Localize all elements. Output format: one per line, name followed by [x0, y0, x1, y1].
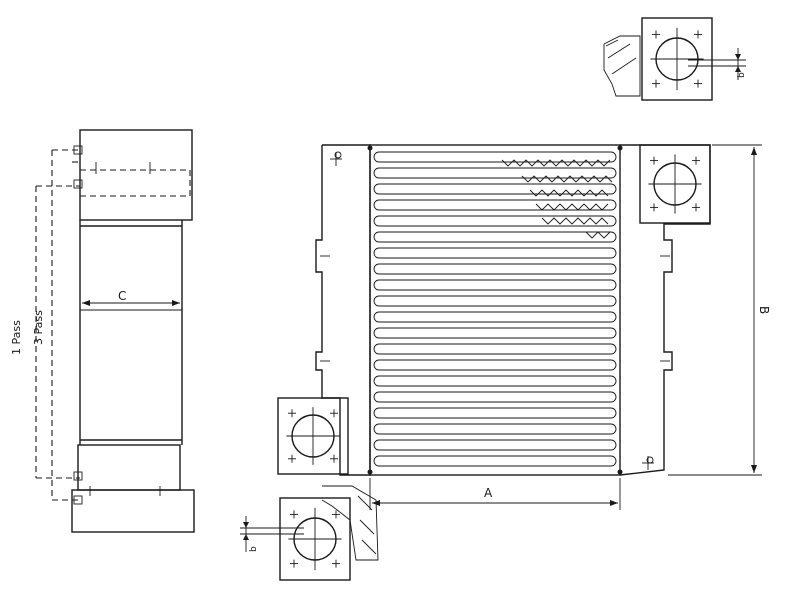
- tube: [373, 183, 617, 195]
- flange-bottom-left: [277, 397, 349, 475]
- tube: [373, 359, 617, 371]
- tube-stack: [373, 151, 617, 467]
- tube: [373, 423, 617, 435]
- dimension-b-label: B: [757, 306, 771, 314]
- fin-pattern: [501, 159, 613, 239]
- tube: [373, 327, 617, 339]
- dimension-b-small-top: b: [688, 48, 747, 80]
- flange-bottom-detail: [279, 497, 351, 581]
- front-view: A B: [315, 144, 771, 510]
- side-bottom-header: [77, 444, 181, 491]
- crosshair-marks: [320, 151, 670, 470]
- tube: [373, 439, 617, 451]
- tube: [373, 199, 617, 211]
- side-view: C 1 Pass 3 Pass: [10, 129, 195, 533]
- dimension-c-label: C: [118, 289, 126, 303]
- tube: [373, 311, 617, 323]
- front-right-side-plate: [619, 144, 711, 476]
- side-bolt-markers: [73, 145, 161, 505]
- bottom-detail-hatch: [321, 485, 379, 561]
- tube: [373, 231, 617, 243]
- front-left-side-plate: [315, 144, 371, 476]
- tube: [373, 455, 617, 467]
- pass-3-label: 3 Pass: [32, 310, 45, 345]
- tube: [373, 407, 617, 419]
- pass-1-label: 1 Pass: [10, 320, 23, 355]
- tube: [373, 215, 617, 227]
- tube: [373, 295, 617, 307]
- tube: [373, 167, 617, 179]
- flange-top-detail: [641, 17, 713, 101]
- tube: [373, 151, 617, 163]
- flange-group: [277, 17, 713, 581]
- dimension-b-small-top-label: b: [737, 72, 747, 78]
- core-frame: [369, 144, 621, 476]
- tube: [373, 279, 617, 291]
- tube: [373, 375, 617, 387]
- tube: [373, 247, 617, 259]
- tube: [373, 391, 617, 403]
- side-top-header: [79, 129, 193, 221]
- dimension-b-small-bottom: b: [240, 516, 304, 552]
- flange-top-right: [639, 144, 711, 224]
- side-bottom-flange: [71, 489, 195, 533]
- dimension-b-small-bottom-label: b: [249, 546, 259, 552]
- tube: [373, 263, 617, 275]
- tube: [373, 343, 617, 355]
- dimension-a-label: A: [484, 486, 493, 500]
- top-detail-hatch: [603, 35, 641, 97]
